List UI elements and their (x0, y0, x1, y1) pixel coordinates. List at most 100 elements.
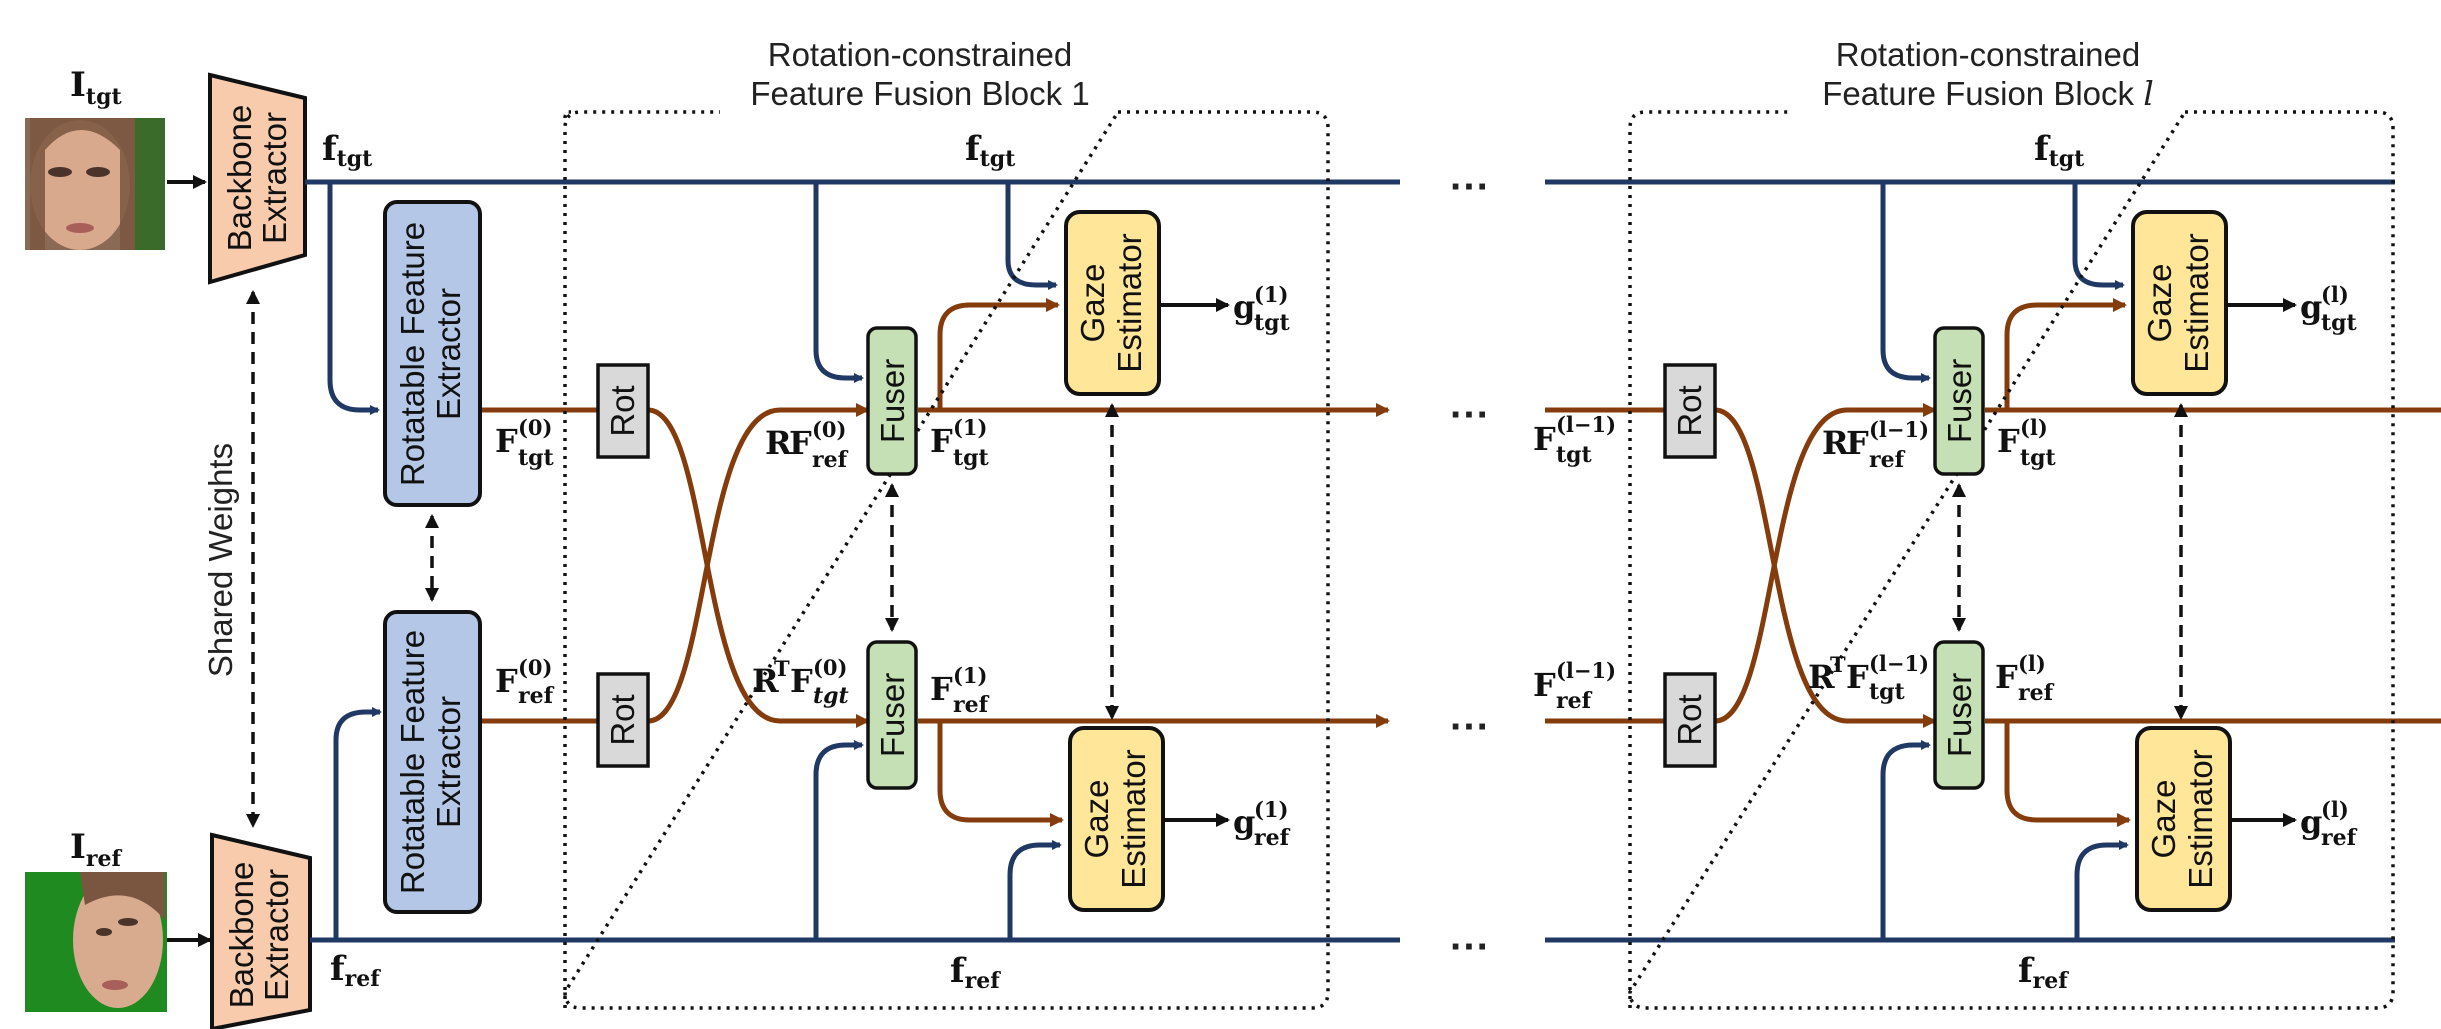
svg-text:(l): (l) (2321, 797, 2349, 822)
svg-text:Extractor: Extractor (256, 112, 293, 244)
svg-text:F: F (1846, 424, 1869, 462)
svg-text:Gaze: Gaze (2141, 264, 2178, 343)
svg-text:tgt: tgt (2020, 445, 2057, 471)
fuser-target-block1: Fuser (866, 326, 918, 476)
svg-text:Estimator: Estimator (1115, 749, 1152, 888)
fuser-reference-blockl: Fuser (1933, 640, 1985, 790)
svg-text:F: F (1533, 420, 1556, 458)
block-l-title-line2: Feature Fusion Block l (1822, 74, 2154, 113)
label-F-ref-0: F (0) ref (495, 655, 555, 709)
svg-text:Backbone: Backbone (221, 105, 258, 252)
reference-face-image (25, 872, 167, 1012)
svg-text:Estimator: Estimator (2182, 749, 2219, 888)
svg-text:tgt: tgt (1556, 442, 1593, 468)
svg-text:(0): (0) (518, 415, 552, 440)
svg-text:g: g (1233, 803, 1255, 841)
rotatable-feature-lines-blockl (1545, 298, 2441, 827)
gaze-estimator-reference-block1: Gaze Estimator (1068, 726, 1165, 912)
svg-text:(1): (1) (1254, 797, 1288, 822)
gaze-estimator-target-blockl: Gaze Estimator (2131, 210, 2228, 396)
svg-text:Extractor: Extractor (430, 288, 467, 420)
ellipsis-reference: ··· (1450, 705, 1490, 749)
svg-text:(l−1): (l−1) (1869, 417, 1929, 442)
svg-text:(1): (1) (953, 415, 987, 440)
svg-text:(l−1): (l−1) (1556, 658, 1616, 683)
svg-text:F: F (1995, 658, 2018, 696)
svg-text:(0): (0) (518, 655, 552, 680)
rot-box-target-blockl: Rot (1663, 363, 1717, 459)
svg-text:ref: ref (1254, 825, 1291, 851)
svg-text:Backbone: Backbone (223, 862, 260, 1009)
label-f-tgt-blockl: ftgt (2034, 129, 2085, 172)
label-g-ref-1: g (1) ref (1233, 797, 1291, 851)
svg-text:tgt: tgt (2321, 310, 2358, 336)
svg-text:R: R (765, 424, 792, 462)
block-l-title-line1: Rotation-constrained (1836, 36, 2141, 73)
label-F-tgt-0: F (0) tgt (495, 415, 555, 471)
svg-text:tgt: tgt (953, 445, 990, 471)
target-rotatable-feature-extractor: Rotatable Feature Extractor (383, 200, 482, 507)
svg-text:Estimator: Estimator (2178, 233, 2215, 372)
svg-text:Extractor: Extractor (430, 696, 467, 828)
svg-text:R: R (1822, 424, 1849, 462)
svg-text:F: F (1533, 666, 1556, 704)
gaze-estimator-target-block1: Gaze Estimator (1064, 210, 1161, 396)
svg-text:R: R (1808, 658, 1835, 696)
label-f-tgt-block1: ftgt (965, 129, 1016, 172)
svg-text:R: R (752, 662, 779, 700)
rotatable-feature-lines-block1 (480, 298, 1390, 827)
rot-box-reference-block1: Rot (596, 672, 650, 768)
label-F-tgt-lm1: F (l−1) tgt (1533, 412, 1616, 468)
svg-text:F: F (790, 662, 813, 700)
label-F-ref-lm1: F (l−1) ref (1533, 658, 1616, 714)
svg-text:ref: ref (2018, 680, 2055, 706)
label-f-tgt-left: ftgt (322, 129, 373, 172)
svg-text:T: T (774, 656, 790, 681)
svg-text:Gaze: Gaze (1078, 780, 1115, 859)
svg-text:ref: ref (518, 683, 555, 709)
target-backbone-extractor: Backbone Extractor (208, 72, 307, 285)
label-RF-ref-lm1: R F (l−1) ref (1822, 417, 1929, 473)
svg-text:Estimator: Estimator (1111, 233, 1148, 372)
svg-text:Fuser: Fuser (874, 673, 911, 757)
svg-text:Rot: Rot (1671, 385, 1708, 436)
fuser-reference-block1: Fuser (866, 640, 918, 790)
svg-text:(l): (l) (2020, 415, 2048, 440)
ellipsis-bottom: ··· (1450, 925, 1490, 969)
block-1-title-line1: Rotation-constrained (768, 36, 1073, 73)
reference-image-label: Iref (70, 827, 122, 872)
rot-box-target-block1: Rot (596, 363, 650, 459)
svg-text:(1): (1) (953, 663, 987, 688)
label-f-ref-left: fref (330, 949, 381, 992)
label-f-ref-block1: fref (950, 951, 1001, 994)
label-F-tgt-1: F (1) tgt (930, 415, 990, 471)
svg-text:Rotatable Feature: Rotatable Feature (394, 222, 431, 486)
target-face-image (25, 118, 165, 250)
svg-text:(1): (1) (1254, 282, 1288, 307)
label-RT-F-tgt-lm1: R T F (l−1) tgt (1808, 651, 1929, 705)
label-g-tgt-1: g (1) tgt (1233, 282, 1291, 336)
svg-text:(l−1): (l−1) (1556, 412, 1616, 437)
svg-text:ref: ref (1556, 688, 1593, 714)
svg-text:Gaze: Gaze (2145, 780, 2182, 859)
svg-text:ref: ref (2321, 825, 2358, 851)
svg-text:ref: ref (812, 447, 849, 473)
label-f-ref-blockl: fref (2018, 951, 2069, 994)
svg-text:ref: ref (953, 692, 990, 718)
svg-text:F: F (495, 662, 518, 700)
label-RF-ref-0: R F (0) ref (765, 417, 849, 473)
reference-rotatable-feature-extractor: Rotatable Feature Extractor (383, 610, 482, 914)
svg-text:(0): (0) (813, 655, 847, 680)
label-F-tgt-l: F (l) tgt (1997, 415, 2057, 471)
svg-text:(l−1): (l−1) (1869, 651, 1929, 676)
svg-text:F: F (930, 422, 953, 460)
svg-text:Rot: Rot (604, 694, 641, 745)
svg-text:Fuser: Fuser (1941, 359, 1978, 443)
svg-text:F: F (930, 670, 953, 708)
svg-text:tgt: tgt (518, 445, 555, 471)
svg-text:Gaze: Gaze (1074, 264, 1111, 343)
label-g-ref-l: g (l) ref (2300, 797, 2358, 851)
block-1-title-line2: Feature Fusion Block 1 (750, 75, 1089, 112)
svg-text:(l): (l) (2018, 651, 2046, 676)
